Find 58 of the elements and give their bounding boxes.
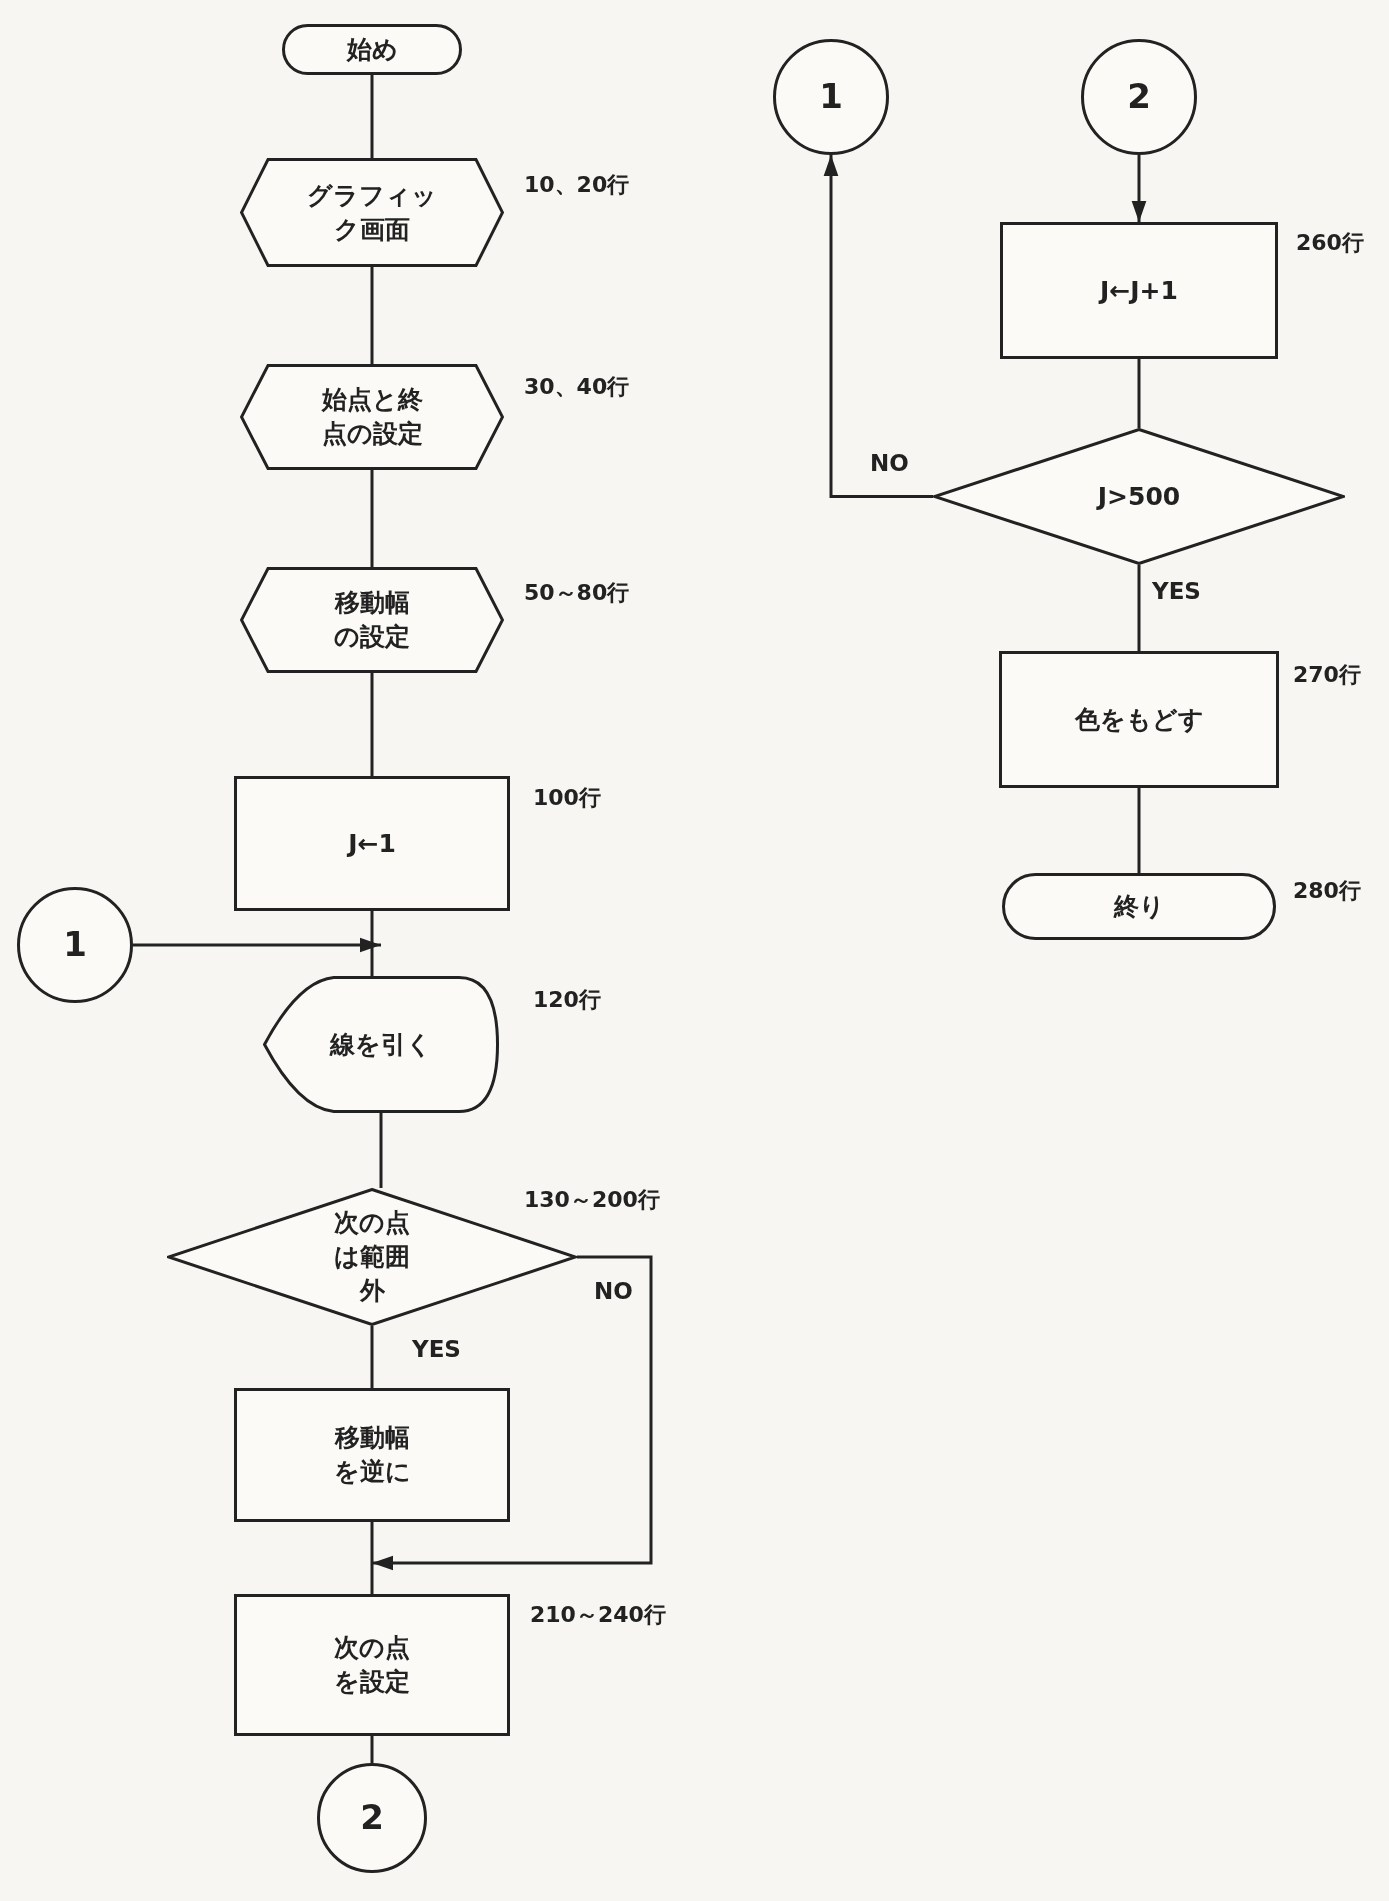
- node-text: 移動幅を逆に: [332, 1422, 412, 1488]
- connector-line: [370, 75, 374, 158]
- line-number-note: 50～80行: [524, 579, 630, 607]
- node-text: 1: [819, 75, 843, 119]
- connector-line: [1137, 788, 1141, 873]
- display-shape: [263, 976, 499, 1113]
- node-text: J>500: [1097, 480, 1181, 513]
- connector-line: [370, 1736, 374, 1763]
- node-text: 次の点を設定: [333, 1632, 411, 1698]
- connector-line: [370, 470, 374, 567]
- node-text: 終り: [1113, 890, 1165, 923]
- connector-line: [370, 267, 374, 364]
- line-number-note: 280行: [1293, 877, 1361, 905]
- preparation-hexagon: [240, 158, 504, 267]
- connector-circle: [773, 39, 889, 155]
- node-text: J←1: [348, 827, 396, 860]
- line-number-note: 210～240行: [530, 1601, 666, 1629]
- node-text: 次の点は範囲外: [333, 1207, 411, 1307]
- arrow: [133, 937, 381, 953]
- line-number-note: 10、20行: [524, 171, 630, 199]
- node-text: 1: [63, 923, 87, 967]
- node-text: 2: [360, 1796, 384, 1840]
- line-number-note: 30、40行: [524, 373, 630, 401]
- node-text: グラフィック画面: [306, 179, 438, 246]
- arrow: [823, 155, 933, 498]
- line-number-note: 120行: [533, 986, 601, 1014]
- connector-line: [370, 1326, 374, 1388]
- connector-line: [370, 911, 374, 976]
- connector-line: [370, 673, 374, 776]
- line-number-note: 270行: [1293, 661, 1361, 689]
- node-text: 始点と終点の設定: [320, 384, 424, 450]
- connector-circle: [17, 887, 133, 1003]
- line-number-note: 100行: [533, 784, 601, 812]
- connector-line: [370, 1522, 374, 1594]
- node-text: J←J+1: [1100, 274, 1178, 307]
- preparation-hexagon: [240, 567, 504, 673]
- terminal-shape: [282, 24, 462, 75]
- process-box: [234, 1594, 510, 1736]
- connector-circle: [1081, 39, 1197, 155]
- process-box: [1000, 222, 1278, 359]
- process-box: [999, 651, 1279, 788]
- node-text: 線を引く: [330, 1028, 432, 1061]
- node-text: 始め: [346, 33, 398, 66]
- connector-line: [1137, 565, 1141, 651]
- connector-circle: [317, 1763, 427, 1873]
- arrow: [1131, 155, 1147, 222]
- decision-diamond: [933, 428, 1345, 565]
- node-text: 2: [1127, 75, 1151, 119]
- connector-line: [1137, 359, 1141, 428]
- line-number-note: 130～200行: [524, 1186, 660, 1214]
- preparation-hexagon: [240, 364, 504, 470]
- node-text: 移動幅の設定: [333, 587, 411, 653]
- line-number-note: 260行: [1296, 229, 1364, 257]
- node-text: 色をもどす: [1074, 703, 1204, 736]
- process-box: [234, 1388, 510, 1522]
- process-box: [234, 776, 510, 911]
- connector-line: [379, 1113, 383, 1188]
- arrow: [372, 1255, 653, 1571]
